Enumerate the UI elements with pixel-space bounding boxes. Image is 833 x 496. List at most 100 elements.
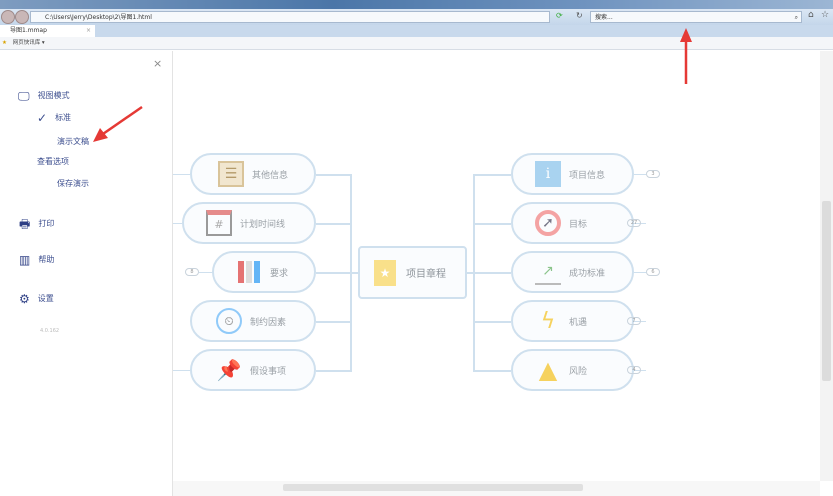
menu-label: 打印 (38, 219, 55, 228)
pushpin-icon: 📌 (216, 358, 242, 382)
gear-icon: ⚙ (19, 292, 30, 306)
topic-label: 成功标准 (569, 268, 606, 279)
topic-label: 假设事项 (250, 366, 287, 377)
topic-count-badge[interactable]: 6 (646, 268, 660, 276)
topic-count-badge[interactable]: 3 (646, 170, 660, 178)
menu-label: 标准 (55, 113, 72, 122)
connector (316, 272, 358, 274)
central-topic[interactable]: ★ 项目章程 (358, 246, 467, 299)
red-arrow-sidebar (93, 105, 143, 142)
connector (316, 370, 352, 372)
compat-icon[interactable]: ⟳ (556, 11, 563, 20)
map-icon: ▥ (19, 253, 31, 267)
connector (316, 321, 352, 323)
menu-view-mode[interactable]: 🖵 视图模式 (18, 89, 70, 104)
tab-mmap[interactable]: 导图1.mmap × (0, 25, 95, 37)
red-arrow-search (680, 28, 692, 84)
topic-label: 要求 (270, 268, 289, 279)
connector (173, 174, 190, 175)
menu-standard[interactable]: ✓ 标准 (37, 111, 71, 125)
menu-presentation[interactable]: 演示文稿 (57, 137, 89, 146)
web-slice-gallery[interactable]: 网页快讯库 ▾ (12, 40, 45, 46)
connector (634, 174, 646, 175)
window-title-bar (0, 0, 833, 11)
search-icon[interactable]: ⌕ (794, 14, 798, 21)
connector (473, 174, 511, 176)
home-icon[interactable]: ⌂ (808, 10, 814, 20)
tab-title: 导图1.mmap (10, 27, 47, 34)
menu-settings[interactable]: ⚙ 设置 (19, 292, 54, 306)
scroll-thumb[interactable] (283, 484, 583, 491)
refresh-icon[interactable]: ↻ (576, 11, 583, 20)
topic-timeline[interactable]: #计划时间线 (182, 202, 316, 244)
target-icon: ➚ (535, 210, 561, 236)
connector (316, 174, 352, 176)
info-icon: i (535, 161, 561, 187)
connector (634, 272, 646, 273)
vertical-scrollbar[interactable] (820, 51, 833, 481)
topic-assumptions[interactable]: 📌 假设事项 (190, 349, 316, 391)
topic-label: 其他信息 (252, 170, 289, 181)
topic-count-badge[interactable]: 27 (627, 219, 641, 227)
menu-view-options[interactable]: 查看选项 (37, 157, 69, 166)
connector (173, 370, 190, 371)
tab-close-icon[interactable]: × (85, 27, 91, 34)
clipboard-icon: ☰ (218, 161, 244, 187)
scroll-thumb[interactable] (822, 201, 831, 381)
menu-label: 帮助 (38, 255, 55, 264)
connector (316, 223, 352, 225)
connector (173, 223, 182, 224)
lightning-icon: ϟ (540, 308, 556, 334)
address-bar[interactable]: C:\Users\Jerry\Desktop\2\导图1.html (30, 11, 550, 23)
menu-print[interactable]: 🖶 打印 (19, 215, 54, 236)
back-button[interactable] (1, 10, 15, 24)
forward-button[interactable] (15, 10, 29, 24)
close-panel-button[interactable]: × (153, 57, 163, 70)
topic-count-badge[interactable]: 8 (185, 268, 199, 276)
connector (473, 223, 511, 225)
topic-label: 项目信息 (569, 170, 606, 181)
topic-count-badge[interactable]: 7 (627, 317, 641, 325)
search-input[interactable]: 搜索... ⌕ (590, 11, 802, 23)
topic-goals[interactable]: ➚ 目标 (511, 202, 634, 244)
search-placeholder: 搜索... (595, 14, 613, 21)
topic-success-criteria[interactable]: ↗ 成功标准 (511, 251, 634, 293)
printer-icon: 🖶 (19, 217, 31, 231)
check-icon: ✓ (37, 111, 48, 125)
monitor-icon: 🖵 (18, 89, 30, 103)
menu-help[interactable]: ▥ 帮助 (19, 253, 54, 267)
central-topic-label: 项目章程 (406, 269, 446, 280)
address-row: C:\Users\Jerry\Desktop\2\导图1.html ⟳ ↻ 搜索… (0, 9, 833, 25)
tab-row: 导图1.mmap × (0, 25, 833, 37)
document-star-icon: ★ (374, 259, 396, 286)
topic-opportunities[interactable]: ϟ 机遇 (511, 300, 634, 342)
connector (473, 321, 511, 323)
favorites-icon[interactable]: ★ (2, 40, 7, 46)
topic-requirements[interactable]: 要求 (212, 251, 316, 293)
address-text: C:\Users\Jerry\Desktop\2\导图1.html (45, 14, 152, 21)
menu-label: 视图模式 (37, 91, 70, 100)
topic-label: 机遇 (569, 317, 588, 328)
clock-icon: ⏲ (216, 308, 242, 334)
connector (473, 370, 511, 372)
left-panel: × 🖵视图模式 ✓标准 演示文稿 查看选项 保存演示 🖶打印 ▥帮助 ⚙设置 4… (0, 51, 173, 496)
topic-count-badge[interactable]: 4 (627, 366, 641, 374)
horizontal-scrollbar[interactable] (173, 481, 820, 496)
topic-label: 目标 (569, 219, 588, 230)
topic-label: 风险 (569, 366, 588, 377)
topic-constraints[interactable]: ⏲ 制约因素 (190, 300, 316, 342)
chart-board-icon: ↗ (535, 259, 561, 285)
favorites-bar: ★ 网页快讯库 ▾ (0, 37, 833, 50)
topic-other-info[interactable]: ☰ 其他信息 (190, 153, 316, 195)
menu-save-presentation[interactable]: 保存演示 (57, 179, 89, 188)
topic-project-info[interactable]: i 项目信息 (511, 153, 634, 195)
connector (473, 174, 475, 372)
favorites-star-icon[interactable]: ☆ (821, 10, 830, 20)
mindmap-canvas[interactable]: ★ 项目章程 ☰ 其他信息 #计划时间线 要求 ⏲ 制约因素 📌 假设事项 8 i 项目… (173, 51, 820, 481)
warning-icon: ▲ (538, 356, 558, 384)
topic-label: 制约因素 (250, 317, 287, 328)
topic-risks[interactable]: ▲ 风险 (511, 349, 634, 391)
menu-label: 设置 (37, 294, 54, 303)
connector (199, 272, 213, 273)
